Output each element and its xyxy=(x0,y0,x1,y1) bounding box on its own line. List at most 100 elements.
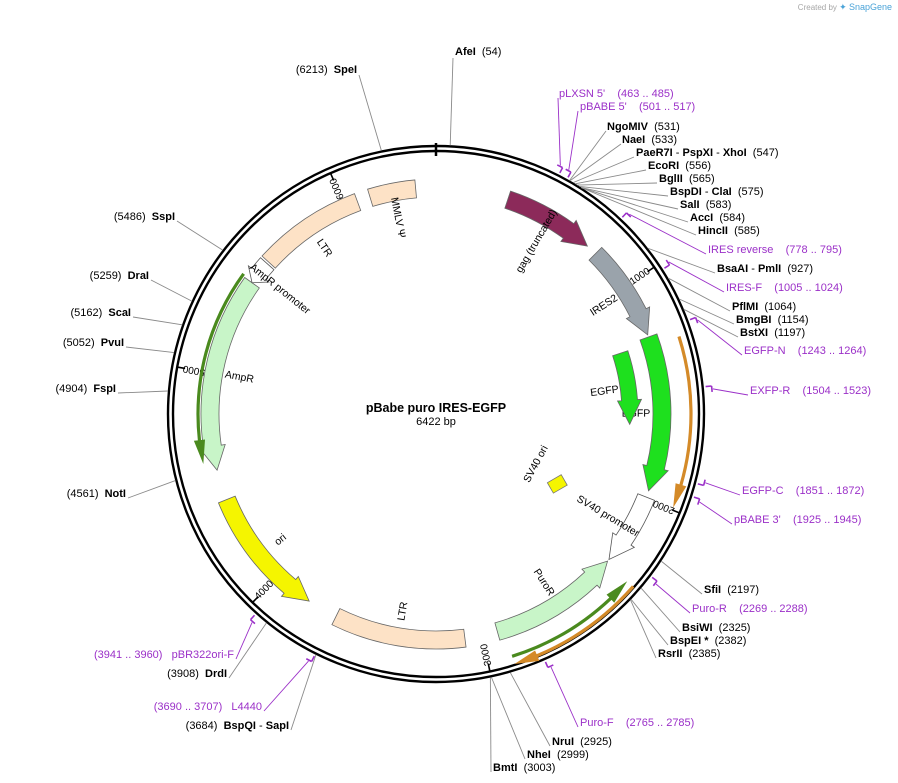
enzyme-name: NgoMIV xyxy=(607,121,649,133)
site-label[interactable]: (6213) SpeI xyxy=(296,64,357,76)
primer-label[interactable]: (3941 .. 3960) pBR322ori-F xyxy=(94,649,234,661)
site-nrui[interactable]: NruI (2925) xyxy=(509,672,612,748)
feature-gag xyxy=(504,190,589,247)
site-label[interactable]: SfiI (2197) xyxy=(704,584,759,596)
site-paer7i[interactable]: PaeR7I - PspXI - XhoI (547) xyxy=(573,147,778,184)
site-label[interactable]: BmgBI (1154) xyxy=(736,314,809,326)
site-position: (1154) xyxy=(771,314,808,326)
site-label[interactable]: AfeI (54) xyxy=(455,46,501,58)
site-label[interactable]: BspEI * (2382) xyxy=(670,635,746,647)
site-spei[interactable]: (6213) SpeI xyxy=(296,64,382,151)
primer-egfpn[interactable]: EGFP-N (1243 .. 1264) xyxy=(689,316,866,357)
primer-leader-line xyxy=(705,482,741,496)
site-label[interactable]: BmtI (3003) xyxy=(493,762,555,774)
site-label[interactable]: NgoMIV (531) xyxy=(607,121,680,133)
site-bspei[interactable]: BspEI * (2382) xyxy=(630,598,746,647)
primer-label[interactable]: IRES-F (1005 .. 1024) xyxy=(726,282,843,294)
primer-label[interactable]: Puro-F (2765 .. 2785) xyxy=(580,717,694,729)
enzyme-name: NotI xyxy=(105,488,126,500)
site-bstxi[interactable]: BstXI (1197) xyxy=(683,308,805,339)
primer-label[interactable]: pLXSN 5' (463 .. 485) xyxy=(559,88,674,100)
site-label[interactable]: (5052) PvuI xyxy=(63,337,124,349)
site-bsaai[interactable]: BsaAI - PmlI (927) xyxy=(647,247,813,275)
site-sali[interactable]: SalI (583) xyxy=(581,187,731,211)
primer-egfpc[interactable]: EGFP-C (1851 .. 1872) xyxy=(697,479,864,497)
site-drdi[interactable]: (3908) DrdI xyxy=(167,622,267,680)
site-bmgbi[interactable]: BmgBI (1154) xyxy=(678,298,809,326)
primer-purof[interactable]: Puro-F (2765 .. 2785) xyxy=(544,661,694,729)
site-bmti[interactable]: BmtI (3003) xyxy=(489,677,555,774)
site-label[interactable]: RsrII (2385) xyxy=(658,648,720,660)
site-label[interactable]: PflMI (1064) xyxy=(732,301,796,313)
site-label[interactable]: (4561) NotI xyxy=(67,488,126,500)
primer-iresf[interactable]: IRES-F (1005 .. 1024) xyxy=(664,259,843,294)
site-label[interactable]: AccI (584) xyxy=(690,212,745,224)
primer-pbr322[interactable]: (3941 .. 3960) pBR322ori-F xyxy=(94,614,256,661)
site-hincii[interactable]: HincII (585) xyxy=(581,187,760,237)
site-rsrii[interactable]: RsrII (2385) xyxy=(630,599,720,660)
site-label[interactable]: BstXI (1197) xyxy=(740,327,805,339)
primer-label[interactable]: EGFP-C (1851 .. 1872) xyxy=(742,485,864,497)
primer-tip xyxy=(249,614,256,621)
site-pvui[interactable]: (5052) PvuI xyxy=(63,337,175,354)
site-label[interactable]: SalI (583) xyxy=(680,199,731,211)
site-label[interactable]: (3684) BspQI - SapI xyxy=(186,720,289,732)
site-bspqi[interactable]: (3684) BspQI - SapI xyxy=(186,654,317,732)
site-label[interactable]: PaeR7I - PspXI - XhoI (547) xyxy=(636,147,778,159)
site-label[interactable]: NheI (2999) xyxy=(527,749,589,761)
site-ngomiv[interactable]: NgoMIV (531) xyxy=(569,121,680,181)
primer-pbabe3[interactable]: pBABE 3' (1925 .. 1945) xyxy=(693,496,862,526)
site-scai[interactable]: (5162) ScaI xyxy=(70,307,183,326)
site-label[interactable]: (5162) ScaI xyxy=(70,307,131,319)
site-afei[interactable]: AfeI (54) xyxy=(449,46,501,146)
site-label[interactable]: (4904) FspI xyxy=(55,383,116,395)
site-pflmi[interactable]: PflMI (1064) xyxy=(667,277,796,313)
primer-label[interactable]: Puro-R (2269 .. 2288) xyxy=(692,603,808,615)
primer-leader-line xyxy=(557,97,561,166)
primer-iresrev[interactable]: IRES reverse (778 .. 795) xyxy=(621,212,842,256)
primer-label[interactable]: EGFP-N (1243 .. 1264) xyxy=(744,345,866,357)
site-label[interactable]: HincII (585) xyxy=(698,225,760,237)
site-position: (583) xyxy=(700,199,732,211)
primer-plxsn5[interactable]: pLXSN 5' (463 .. 485) xyxy=(556,88,674,174)
primer-puror[interactable]: Puro-R (2269 .. 2288) xyxy=(651,576,808,615)
primer-pbabe5[interactable]: pBABE 5' (501 .. 517) xyxy=(565,101,696,178)
site-label[interactable]: BspDI - ClaI (575) xyxy=(670,186,764,198)
site-label[interactable]: (3908) DrdI xyxy=(167,668,227,680)
site-bglii[interactable]: BglII (565) xyxy=(577,173,715,186)
site-label[interactable]: BsaAI - PmlI (927) xyxy=(717,263,813,275)
map-center: pBabe puro IRES-EGFP 6422 bp xyxy=(366,401,506,428)
site-ecori[interactable]: EcoRI (556) xyxy=(575,160,711,185)
site-bsiwi[interactable]: BsiWI (2325) xyxy=(640,587,750,634)
site-noti[interactable]: (4561) NotI xyxy=(67,480,176,500)
site-nhei[interactable]: NheI (2999) xyxy=(490,677,589,761)
primer-label[interactable]: pBABE 3' (1925 .. 1945) xyxy=(734,514,861,526)
site-label[interactable]: NaeI (533) xyxy=(622,134,677,146)
site-label[interactable]: BglII (565) xyxy=(659,173,715,185)
site-fspi[interactable]: (4904) FspI xyxy=(55,383,169,395)
site-label[interactable]: (5486) SspI xyxy=(114,211,175,223)
site-acci[interactable]: AccI (584) xyxy=(581,187,745,224)
site-sfii[interactable]: SfiI (2197) xyxy=(660,560,759,596)
site-naei[interactable]: NaeI (533) xyxy=(569,134,677,182)
primer-mark xyxy=(625,212,632,218)
primer-exfpr[interactable]: EXFP-R (1504 .. 1523) xyxy=(705,385,871,397)
primer-label[interactable]: IRES reverse (778 .. 795) xyxy=(708,244,842,256)
site-label[interactable]: BsiWI (2325) xyxy=(682,622,750,634)
site-leader-line xyxy=(569,130,607,181)
site-drai[interactable]: (5259) DraI xyxy=(90,270,193,302)
enzyme-name: PvuI xyxy=(101,337,124,349)
enzyme-name: BstXI xyxy=(740,327,768,339)
site-label[interactable]: NruI (2925) xyxy=(552,736,612,748)
primer-tip xyxy=(689,316,696,321)
primer-tip xyxy=(544,661,549,668)
plasmid-backbone xyxy=(166,143,706,684)
primer-label[interactable]: (3690 .. 3707) L4440 xyxy=(154,701,262,713)
site-sspi[interactable]: (5486) SspI xyxy=(114,211,223,251)
site-label[interactable]: (5259) DraI xyxy=(90,270,149,282)
primer-label[interactable]: pBABE 5' (501 .. 517) xyxy=(580,101,695,113)
site-bspdi[interactable]: BspDI - ClaI (575) xyxy=(579,186,764,198)
primer-label[interactable]: EXFP-R (1504 .. 1523) xyxy=(750,385,871,397)
primer-l4440[interactable]: (3690 .. 3707) L4440 xyxy=(154,655,316,713)
site-label[interactable]: EcoRI (556) xyxy=(648,160,711,172)
